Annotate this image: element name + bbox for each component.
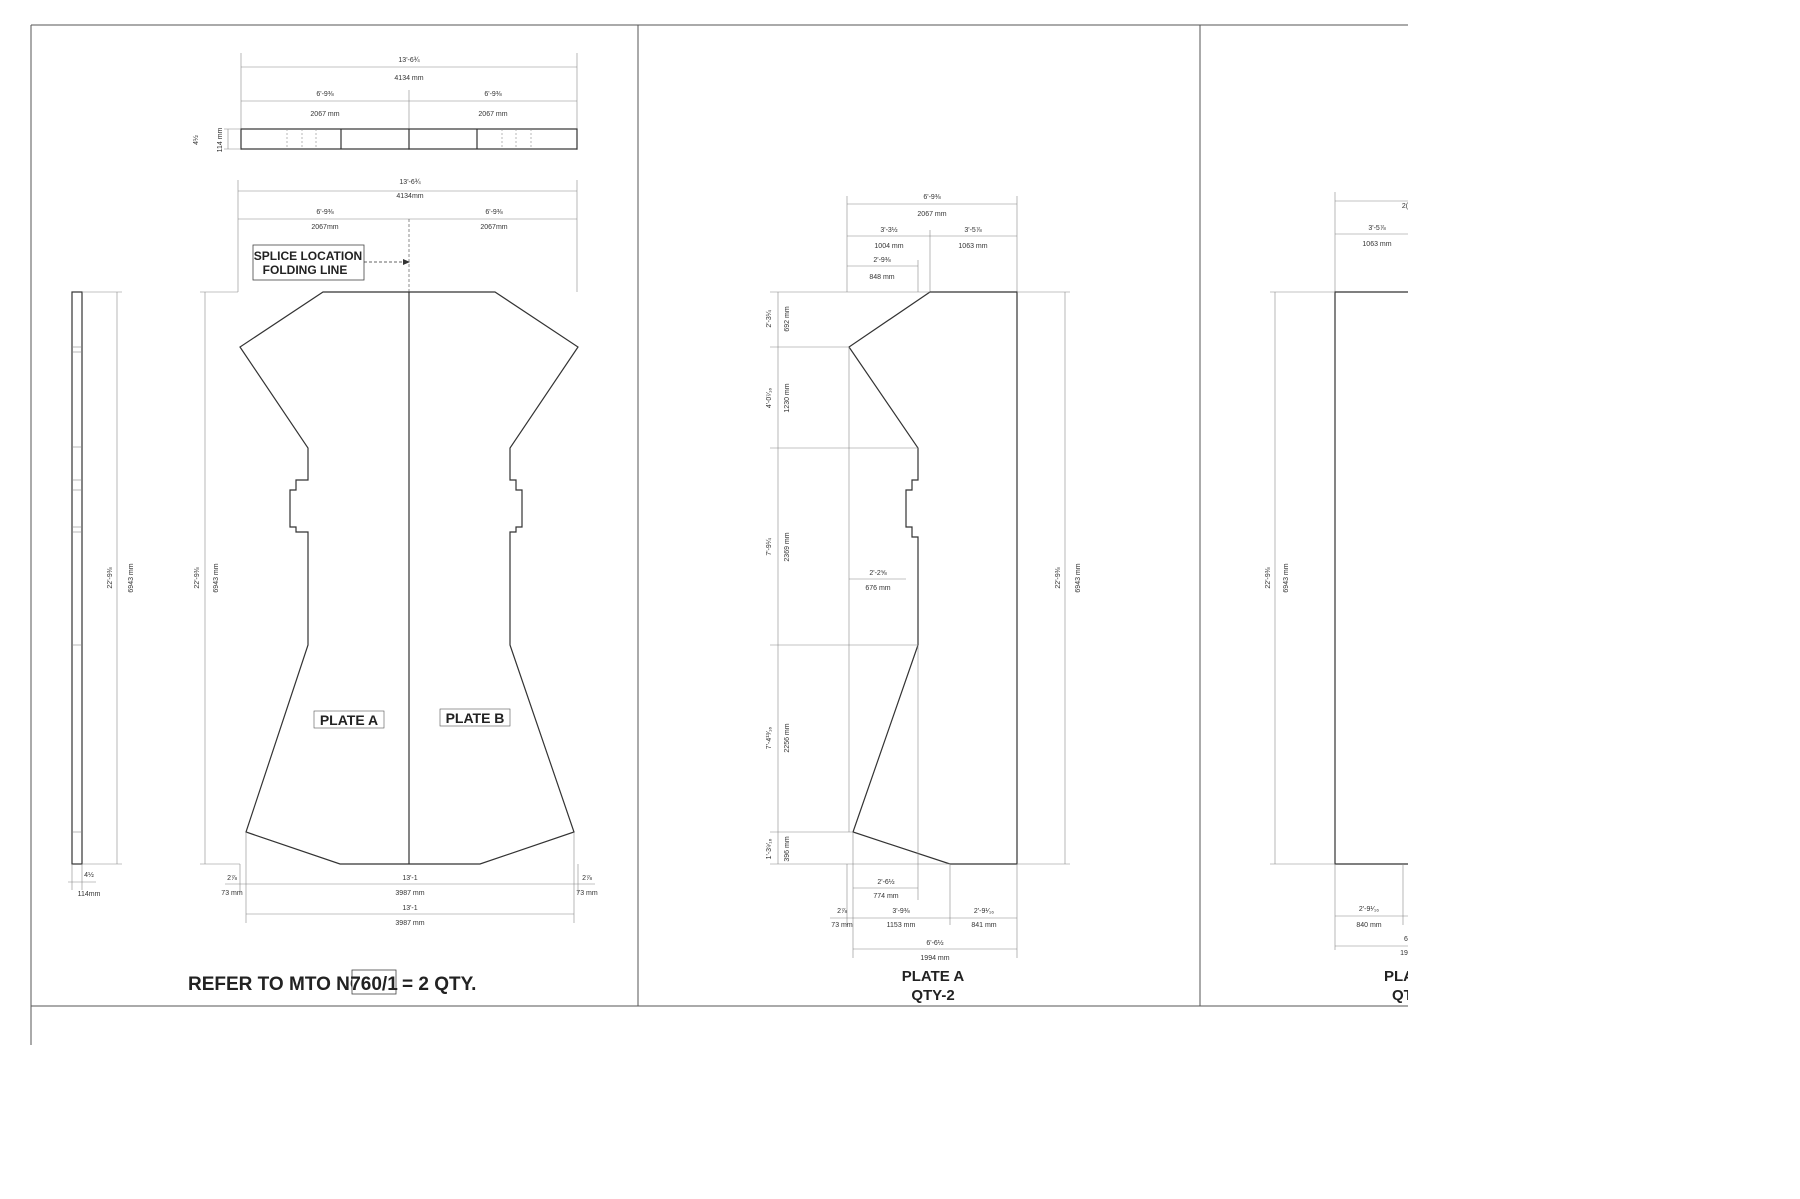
s2-left-dim-4-imperial: 7'-4¹³⁄₁₆	[766, 727, 773, 750]
s2-left-dim-1-imperial: 2'-3¼	[766, 310, 773, 327]
plan-bottom2-imperial: 13'-1	[402, 905, 417, 912]
plan-bottom1-metric: 3987 mm	[395, 890, 424, 897]
s2-bottom-a-metric: 774 mm	[873, 893, 898, 900]
s2-top-left-metric: 1004 mm	[874, 243, 903, 250]
splice-label-line2: FOLDING LINE	[263, 263, 348, 277]
mto-note-prefix: REFER TO MTO NO.	[188, 974, 370, 995]
plan-offset-right-metric: 73 mm	[576, 890, 598, 897]
top-half-left-metric: 2067 mm	[310, 111, 339, 118]
s3-qty-partial: QT	[1392, 987, 1413, 1004]
s2-left-dim-2-metric: 1230 mm	[784, 383, 791, 412]
plan-view: 13'-6¾ 4134mm 6'-9⅜ 6'-9⅜ 2067mm 2067mm …	[194, 179, 598, 927]
s2-bottom-total-imperial: 6'-6½	[926, 939, 943, 947]
plate-b-label: PLATE B	[446, 710, 505, 726]
s3-title-partial: PLA	[1384, 968, 1414, 985]
s3-bottom-partial-1: 6	[1404, 936, 1408, 943]
s2-bottom-c-metric: 841 mm	[971, 922, 996, 929]
s2-qty: QTY-2	[911, 987, 954, 1004]
top-overall-imperial: 13'-6¾	[398, 57, 419, 64]
s2-left-dim-3-imperial: 7'-9¼	[766, 538, 773, 555]
plan-offset-left-imperial: 2⅞	[227, 875, 237, 882]
s2-bottom-off-imperial: 2⅞	[837, 908, 847, 915]
plan-half-left-metric: 2067mm	[311, 224, 338, 231]
side-view: 22'-9⅜ 6943 mm 4½ 114mm	[68, 291, 135, 898]
s2-left-dim-3-metric: 2369 mm	[784, 532, 791, 561]
plan-bottom2-metric: 3987 mm	[395, 920, 424, 927]
s3-bottom-partial-2: 19	[1400, 950, 1408, 957]
side-height-metric: 6943 mm	[128, 563, 135, 592]
sheet3: 2( 3'-5⅞ 1063 mm 22'-9⅜ 6943 mm 2'-9¹⁄₁₆…	[1265, 192, 1414, 1004]
top-half-right-imperial: 6'-9⅜	[484, 91, 501, 98]
top-thk-metric: 114 mm	[217, 127, 224, 152]
s2-plate-a-outline	[848, 291, 1018, 865]
s2-bottom-c-imperial: 2'-9¹⁄₁₆	[974, 908, 994, 915]
sheet1: 13'-6¾ 4134 mm 6'-9⅜ 6'-9⅜ 2067 mm 2067 …	[68, 53, 598, 995]
plan-half-right-imperial: 6'-9⅜	[485, 209, 502, 216]
s2-bottom-total-metric: 1994 mm	[920, 955, 949, 962]
s3-bottom-metric: 840 mm	[1356, 922, 1381, 929]
s3-top-partial: 2(	[1402, 203, 1409, 210]
sheet-frames	[30, 24, 1408, 1045]
s2-bottom-b-metric: 1153 mm	[887, 922, 916, 929]
s3-height-metric: 6943 mm	[1283, 563, 1290, 592]
plan-bottom1-imperial: 13'-1	[402, 875, 417, 882]
s2-top-inner-imperial: 2'-9⅜	[873, 257, 890, 264]
plan-overall-imperial: 13'-6¾	[399, 179, 420, 186]
top-thk-imperial: 4½	[192, 135, 200, 145]
s2-title: PLATE A	[902, 968, 965, 985]
top-half-right-metric: 2067 mm	[478, 111, 507, 118]
top-half-left-imperial: 6'-9⅜	[316, 91, 333, 98]
s2-bottom-b-imperial: 3'-9⅜	[892, 908, 909, 915]
s2-bottom-a-imperial: 2'-6½	[877, 878, 894, 886]
s2-left-dim-5-metric: 396 mm	[784, 836, 791, 861]
s2-left-dim-2-imperial: 4'-0⁷⁄₁₆	[766, 388, 773, 409]
plan-half-right-metric: 2067mm	[480, 224, 507, 231]
plan-half-left-imperial: 6'-9⅜	[316, 209, 333, 216]
mto-note: REFER TO MTO NO. 760/1 = 2 QTY.	[188, 969, 476, 995]
s2-top-overall-metric: 2067 mm	[917, 211, 946, 218]
s2-notch-metric: 676 mm	[865, 585, 890, 592]
plan-offset-left-metric: 73 mm	[221, 890, 243, 897]
plate-a-outline	[239, 291, 409, 865]
mto-number: 760/1	[350, 974, 398, 995]
mto-note-suffix: = 2 QTY.	[402, 974, 476, 995]
s2-notch-imperial: 2'-2⅝	[869, 570, 886, 577]
top-overall-metric: 4134 mm	[394, 75, 423, 82]
plate-a-label: PLATE A	[320, 712, 378, 728]
s2-top-inner-metric: 848 mm	[869, 274, 894, 281]
splice-label-box	[252, 244, 365, 281]
top-view: 13'-6¾ 4134 mm 6'-9⅜ 6'-9⅜ 2067 mm 2067 …	[192, 53, 578, 152]
s2-left-dim-5-imperial: 1'-3⁹⁄₁₆	[766, 838, 773, 859]
s2-top-right-imperial: 3'-5⅞	[964, 227, 981, 234]
sheet2: 6'-9⅜ 2067 mm 3'-3½ 1004 mm 3'-5⅞ 1063 m…	[766, 194, 1082, 1004]
s2-top-right-metric: 1063 mm	[958, 243, 987, 250]
s3-plate-outline	[1334, 291, 1408, 865]
s2-height-metric: 6943 mm	[1075, 563, 1082, 592]
plan-height-metric: 6943 mm	[213, 563, 220, 592]
plan-offset-right-imperial: 2⅞	[582, 875, 592, 882]
s3-height-imperial: 22'-9⅜	[1265, 567, 1272, 588]
s3-bottom-imperial: 2'-9¹⁄₁₆	[1359, 906, 1379, 913]
s2-height-imperial: 22'-9⅜	[1055, 567, 1062, 588]
plan-overall-metric: 4134mm	[396, 193, 423, 200]
s2-left-dim-1-metric: 692 mm	[784, 306, 791, 331]
plan-height-imperial: 22'-9⅜	[194, 567, 201, 588]
s2-top-overall-imperial: 6'-9⅜	[923, 194, 940, 201]
side-thk-imperial: 4½	[84, 871, 94, 879]
plate-b-outline	[409, 291, 579, 865]
s2-left-dim-4-metric: 2256 mm	[784, 723, 791, 752]
s3-top-right-imperial: 3'-5⅞	[1368, 225, 1385, 232]
splice-label-line1: SPLICE LOCATION	[254, 249, 362, 263]
s3-top-right-metric: 1063 mm	[1362, 241, 1391, 248]
side-height-imperial: 22'-9⅜	[107, 567, 114, 588]
s2-bottom-off-metric: 73 mm	[831, 922, 853, 929]
side-thk-metric: 114mm	[78, 891, 101, 898]
s2-top-left-imperial: 3'-3½	[880, 226, 897, 234]
